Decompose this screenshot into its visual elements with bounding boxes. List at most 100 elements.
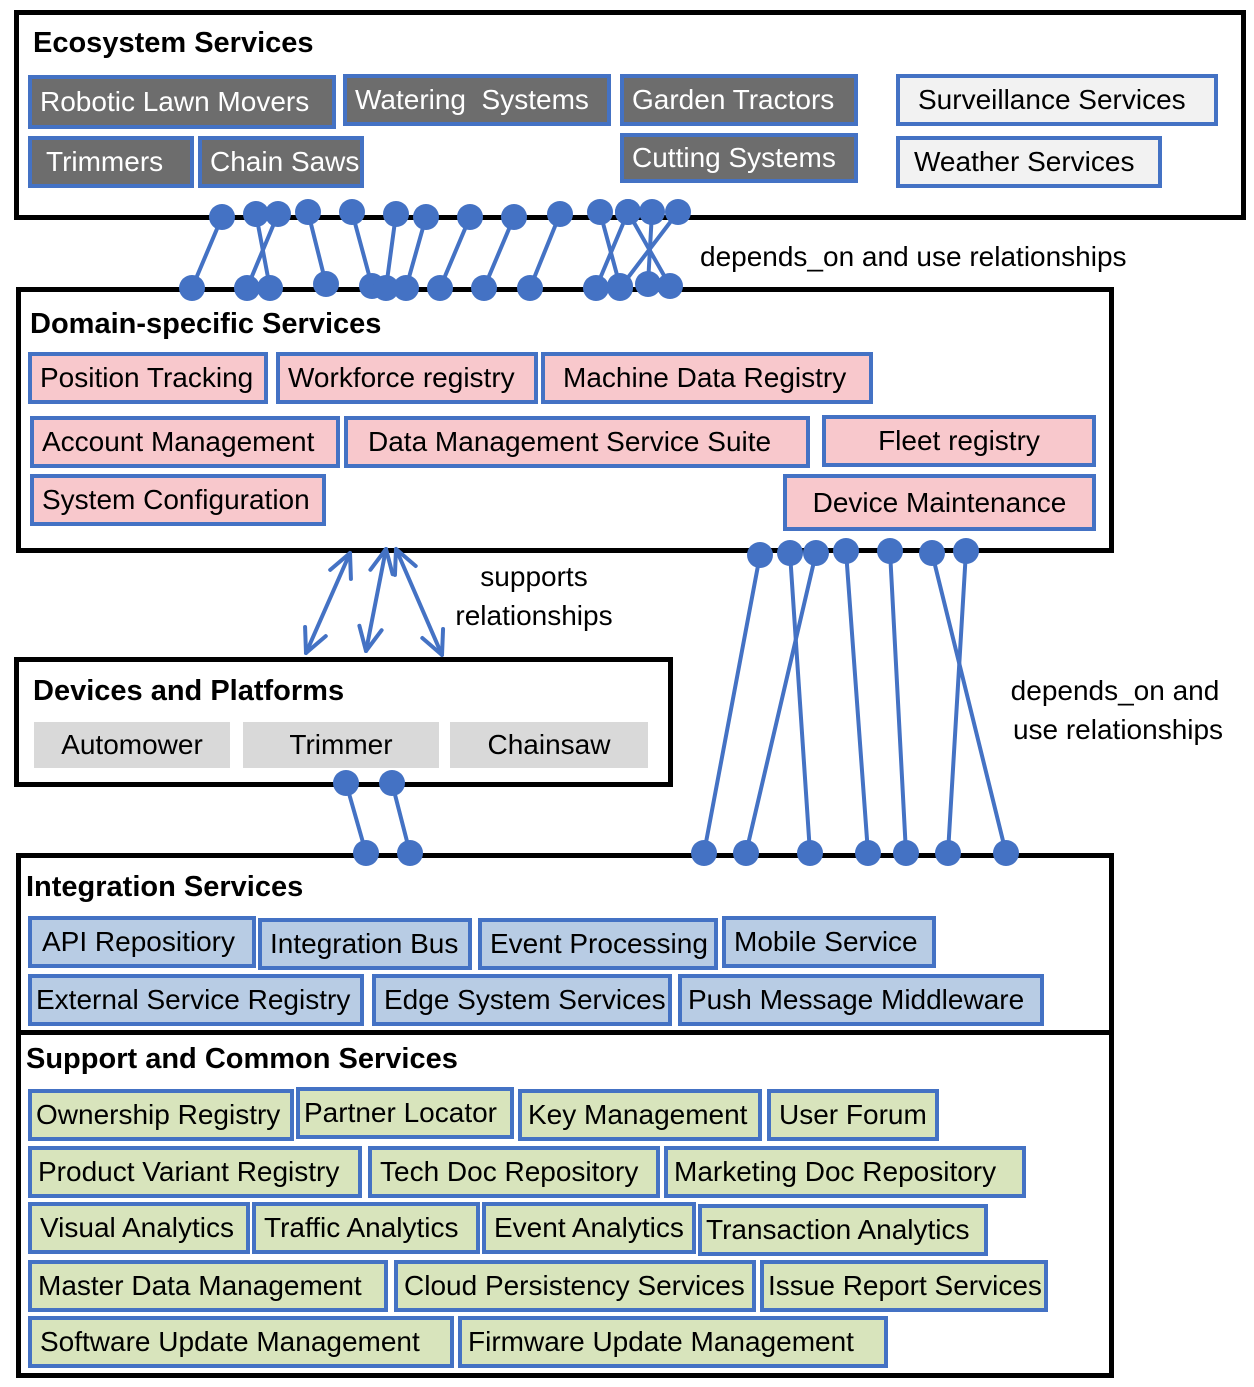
eco-domain-link-12-bottom-dot	[635, 271, 661, 297]
domain-integration-link-6-top-dot	[953, 538, 979, 564]
eco-domain-link-12-top-dot	[639, 199, 665, 225]
domain-integration-link-3-line	[844, 549, 870, 855]
sup-issue-report-services: Issue Report Services	[760, 1260, 1048, 1312]
eco-domain-link-9-line	[528, 212, 562, 290]
supports-arrow-1-head-end	[357, 623, 384, 653]
supports-arrow-2-line	[394, 547, 444, 657]
eco-weather-services: Weather Services	[896, 136, 1162, 188]
sup-user-forum: User Forum	[767, 1089, 939, 1141]
domain-integration-link-2-line	[744, 551, 818, 855]
dom-fleet-registry: Fleet registry	[822, 415, 1096, 467]
sup-software-update-management: Software Update Management	[28, 1316, 454, 1368]
eco-domain-link-5-bottom-dot	[373, 275, 399, 301]
sup-visual-analytics: Visual Analytics	[28, 1202, 250, 1254]
eco-domain-link-2-line	[245, 212, 280, 290]
dom-device-maintenance: Device Maintenance	[783, 474, 1096, 531]
int-integration-bus: Integration Bus	[258, 918, 472, 970]
dom-account-management: Account Management	[30, 416, 340, 468]
eco-domain-link-3-bottom-dot	[313, 271, 339, 297]
right-relationship-note-line2: use relationships	[1012, 714, 1224, 745]
domain-integration-link-6-bottom-dot	[935, 840, 961, 866]
sup-event-analytics: Event Analytics	[482, 1202, 696, 1254]
sup-transaction-analytics: Transaction Analytics	[698, 1204, 988, 1256]
eco-domain-link-0-bottom-dot	[179, 275, 205, 301]
eco-watering-systems: Watering Systems	[343, 74, 611, 126]
eco-domain-link-9-top-dot	[547, 201, 573, 227]
sup-master-data-management: Master Data Management	[28, 1260, 388, 1312]
support-services-title: Support and Common Services	[26, 1043, 458, 1075]
domain-integration-link-2-bottom-dot	[733, 840, 759, 866]
eco-domain-link-9-bottom-dot	[517, 275, 543, 301]
int-mobile-service: Mobile Service	[722, 916, 936, 968]
eco-domain-link-6-bottom-dot	[393, 275, 419, 301]
eco-domain-link-4-top-dot	[339, 199, 365, 225]
eco-domain-link-6-top-dot	[413, 204, 439, 230]
dom-machine-data-registry: Machine Data Registry	[541, 352, 873, 404]
int-event-processing: Event Processing	[478, 918, 718, 970]
integration-services-title: Integration Services	[26, 871, 304, 903]
sup-key-management: Key Management	[518, 1089, 762, 1141]
domain-integration-link-4-line	[888, 549, 908, 855]
eco-robotic-lawn-movers: Robotic Lawn Movers	[28, 75, 336, 129]
int-external-service-registry: External Service Registry	[28, 974, 364, 1026]
domain-integration-link-5-bottom-dot	[993, 840, 1019, 866]
domain-integration-link-5-line	[930, 551, 1008, 855]
devices-platforms-title: Devices and Platforms	[33, 675, 345, 707]
eco-domain-link-3-top-dot	[295, 199, 321, 225]
int-edge-system-services: Edge System Services	[372, 974, 672, 1026]
sup-cloud-persistency-services: Cloud Persistency Services	[394, 1260, 756, 1312]
supports-arrow-1-head-start	[368, 547, 395, 577]
domain-integration-link-3-bottom-dot	[855, 840, 881, 866]
supports-arrow-0-line	[304, 551, 352, 655]
domain-integration-link-1-line	[788, 551, 812, 855]
sup-ownership-registry: Ownership Registry	[28, 1089, 294, 1141]
ecosystem-services-title: Ecosystem Services	[33, 27, 314, 59]
domain-integration-link-1-bottom-dot	[797, 840, 823, 866]
eco-garden-tractors: Garden Tractors	[620, 74, 858, 126]
domain-integration-link-4-bottom-dot	[893, 840, 919, 866]
dom-system-configuration: System Configuration	[30, 474, 326, 526]
eco-domain-link-1-bottom-dot	[257, 275, 283, 301]
int-push-message-middleware: Push Message Middleware	[678, 974, 1044, 1026]
sup-marketing-doc-repository: Marketing Doc Repository	[664, 1146, 1026, 1198]
sup-tech-doc-repository: Tech Doc Repository	[368, 1146, 660, 1198]
eco-domain-link-10-top-dot	[587, 199, 613, 225]
domain-integration-link-0-bottom-dot	[691, 840, 717, 866]
eco-domain-link-14-top-dot	[615, 199, 641, 225]
eco-domain-link-7-top-dot	[457, 204, 483, 230]
eco-domain-link-14-line	[626, 210, 672, 288]
sup-partner-locator: Partner Locator	[296, 1087, 514, 1139]
supports-arrow-2-head-end	[420, 627, 446, 657]
eco-trimmers: Trimmers	[28, 136, 194, 188]
dev-chainsaw: Chainsaw	[450, 722, 648, 768]
eco-domain-link-8-top-dot	[501, 204, 527, 230]
eco-domain-link-11-bottom-dot	[583, 275, 609, 301]
eco-domain-link-0-top-dot	[209, 204, 235, 230]
eco-domain-link-13-top-dot	[665, 199, 691, 225]
dev-automower: Automower	[34, 722, 230, 768]
eco-domain-link-2-bottom-dot	[234, 275, 260, 301]
eco-domain-link-1-top-dot	[243, 201, 269, 227]
dom-workforce-registry: Workforce registry	[276, 352, 538, 404]
domain-services-title: Domain-specific Services	[30, 308, 382, 340]
eco-domain-link-13-bottom-dot	[607, 275, 633, 301]
supports-arrow-0-head-end	[303, 625, 328, 655]
domain-integration-link-0-line	[702, 553, 762, 855]
eco-domain-link-11-line	[594, 210, 630, 290]
sup-firmware-update-management: Firmware Update Management	[458, 1316, 888, 1368]
eco-cutting-systems: Cutting Systems	[620, 133, 858, 183]
eco-domain-link-14-bottom-dot	[657, 273, 683, 299]
domain-integration-link-6-line	[946, 549, 968, 855]
eco-domain-link-2-top-dot	[265, 201, 291, 227]
domain-integration-link-5-top-dot	[919, 540, 945, 566]
dom-position-tracking: Position Tracking	[28, 352, 268, 404]
device-integration-link-1-top-dot	[379, 770, 405, 796]
eco-surveillance-services: Surveillance Services	[896, 74, 1218, 126]
device-integration-link-1-bottom-dot	[397, 840, 423, 866]
supports-note-line2: relationships	[455, 600, 613, 631]
device-integration-link-0-top-dot	[333, 770, 359, 796]
domain-integration-link-0-top-dot	[747, 542, 773, 568]
top-relationship-note: depends_on and use relationships	[700, 241, 1127, 272]
supports-note-line1: supports	[480, 561, 588, 592]
